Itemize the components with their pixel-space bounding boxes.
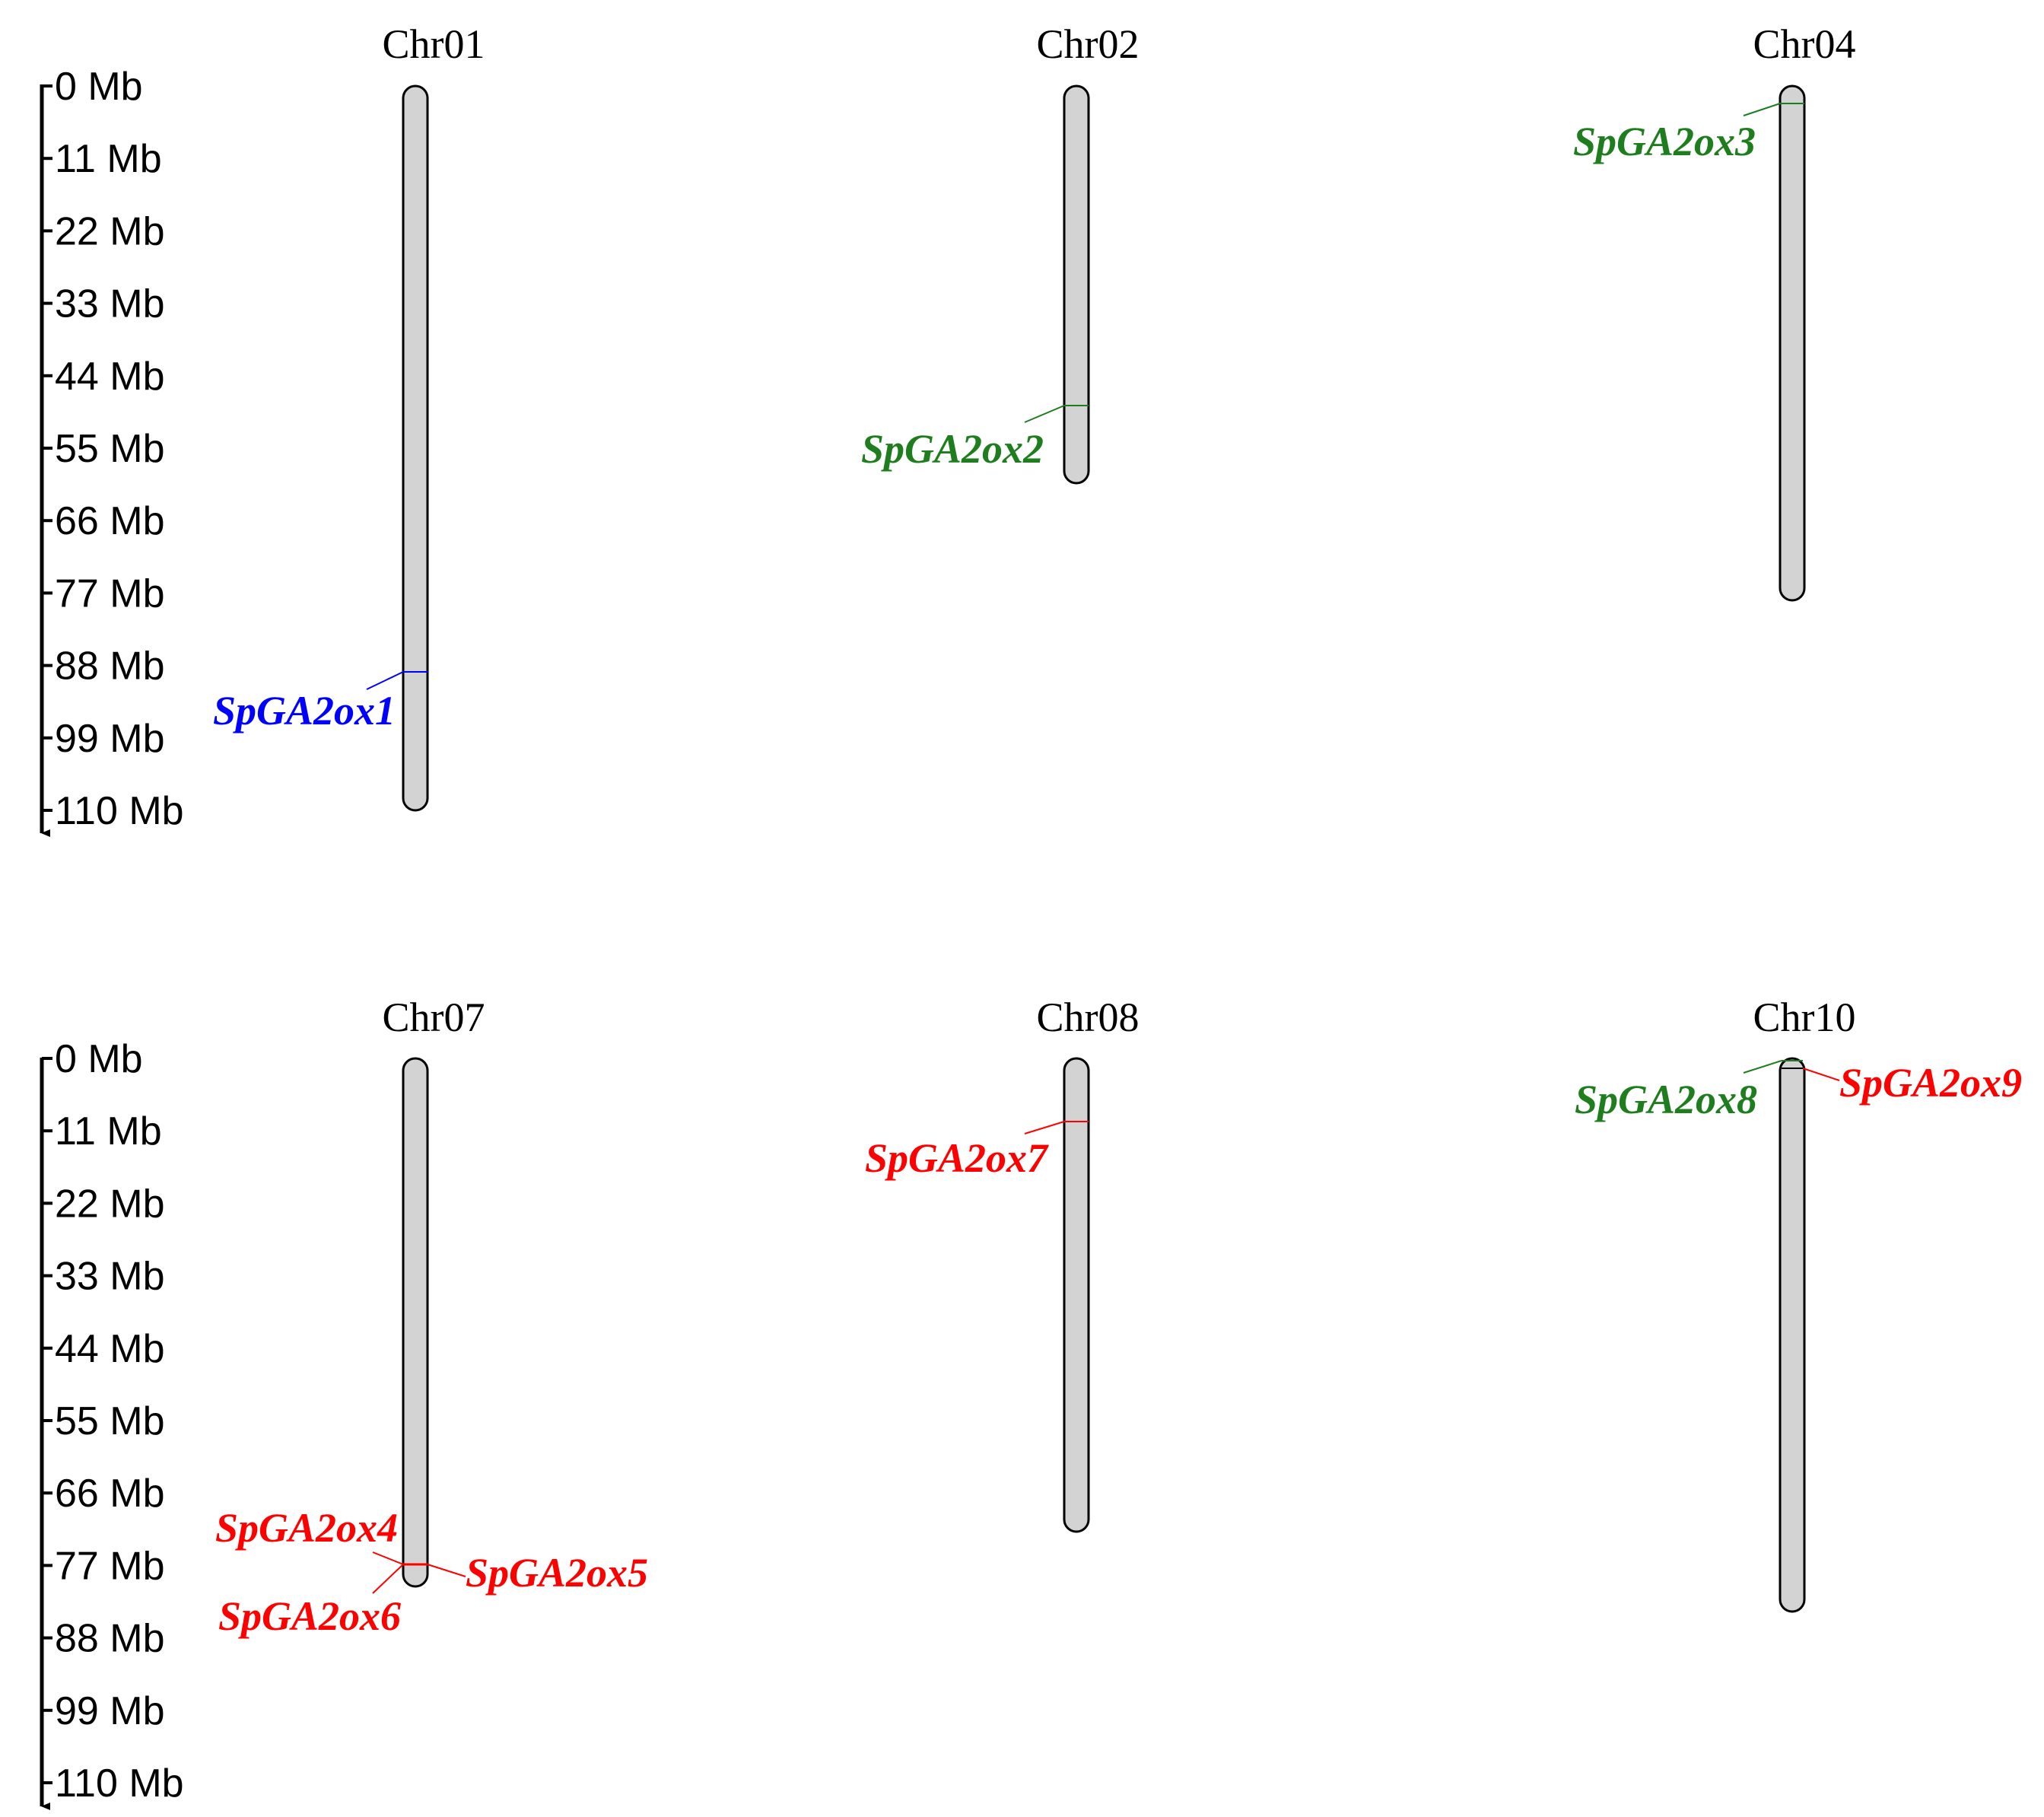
scale-tick-label: 11 Mb	[55, 1109, 162, 1154]
gene-leader-spga2ox2	[1024, 405, 1065, 423]
chromosome-title: Chr10	[1753, 994, 1856, 1040]
scale-tick-label: 77 Mb	[55, 1544, 165, 1588]
chromosome-title: Chr08	[1037, 994, 1140, 1040]
chromosome-title: Chr07	[383, 994, 485, 1040]
gene-label-spga2ox9: SpGA2ox9	[1839, 1060, 2022, 1106]
scale-bar-2: 0 Mb 11 Mb 22 Mb 33 Mb 44 Mb 55 Mb 66 Mb 77 Mb 8…	[40, 1037, 184, 1810]
gene-label-spga2ox4: SpGA2ox4	[215, 1505, 398, 1551]
chromosome-chr02: Chr02 SpGA2ox2	[861, 21, 1140, 485]
scale-bar-1: 0 Mb 11 Mb 22 Mb 33 Mb 44 Mb 55 Mb 66 Mb 77 Mb 8…	[40, 65, 184, 837]
panel-2: 0 Mb 11 Mb 22 Mb 33 Mb 44 Mb 55 Mb 66 Mb 77 Mb 8…	[40, 994, 2022, 1810]
chromosome-body	[402, 1057, 429, 1588]
chromosome-body	[1063, 1057, 1090, 1533]
gene-leader-spga2ox9	[1802, 1068, 1840, 1081]
gene-leader-spga2ox4	[372, 1551, 404, 1565]
scale-tick-label: 55 Mb	[55, 1399, 165, 1443]
scale-tick-label: 22 Mb	[55, 209, 165, 253]
scale-tick-label: 88 Mb	[55, 644, 165, 689]
gene-leader-spga2ox3	[1743, 103, 1781, 116]
gene-label-spga2ox5: SpGA2ox5	[466, 1550, 648, 1596]
scale-tick-label: 99 Mb	[55, 1689, 165, 1733]
scale-tick-label: 99 Mb	[55, 717, 165, 761]
gene-leader-spga2ox7	[1024, 1121, 1065, 1134]
chromosome-body	[1063, 84, 1090, 485]
panel-1: 0 Mb 11 Mb 22 Mb 33 Mb 44 Mb 55 Mb 66 Mb 77 Mb 8…	[40, 21, 1856, 837]
scale-tick-label: 22 Mb	[55, 1182, 165, 1226]
scale-tick-label: 44 Mb	[55, 355, 165, 399]
gene-label-spga2ox1: SpGA2ox1	[213, 688, 396, 733]
gene-label-spga2ox2: SpGA2ox2	[861, 426, 1044, 472]
gene-leader-spga2ox8	[1743, 1060, 1782, 1074]
gene-label-spga2ox3: SpGA2ox3	[1573, 119, 1756, 164]
gene-leader-spga2ox1	[366, 671, 404, 690]
scale-tick-label: 66 Mb	[55, 499, 165, 543]
gene-leader-spga2ox5	[427, 1564, 466, 1577]
scale-tick-label: 44 Mb	[55, 1327, 165, 1371]
scale-tick-label: 0 Mb	[55, 65, 143, 109]
scale-tick-label: 33 Mb	[55, 282, 165, 326]
chromosome-chr04: Chr04 SpGA2ox3	[1573, 21, 1856, 602]
scale-tick-label: 55 Mb	[55, 427, 165, 471]
chromosome-title: Chr02	[1037, 21, 1140, 67]
chromosome-body	[402, 84, 429, 812]
scale-tick-label: 110 Mb	[55, 789, 184, 833]
scale-tick-label: 77 Mb	[55, 571, 165, 616]
gene-label-spga2ox8: SpGA2ox8	[1575, 1077, 1757, 1122]
scale-ticks-1: 0 Mb 11 Mb 22 Mb 33 Mb 44 Mb 55 Mb 66 Mb 77 Mb 8…	[42, 65, 184, 833]
chromosome-title: Chr04	[1753, 21, 1856, 67]
gene-leader-spga2ox6	[372, 1564, 404, 1594]
scale-tick-label: 110 Mb	[55, 1761, 184, 1806]
scale-tick-label: 66 Mb	[55, 1472, 165, 1516]
chromosome-chr08: Chr08 SpGA2ox7	[865, 994, 1140, 1533]
scale-tick-label: 11 Mb	[55, 137, 162, 181]
gene-label-spga2ox6: SpGA2ox6	[218, 1593, 401, 1639]
chromosome-body	[1779, 84, 1806, 602]
chromosome-body	[1779, 1057, 1806, 1613]
scale-tick-label: 88 Mb	[55, 1617, 165, 1661]
scale-ticks-2: 0 Mb 11 Mb 22 Mb 33 Mb 44 Mb 55 Mb 66 Mb 77 Mb 8…	[42, 1037, 184, 1806]
chromosome-chr07: Chr07 SpGA2ox4 SpGA2ox5 SpGA2ox6	[215, 994, 648, 1639]
scale-tick-label: 0 Mb	[55, 1037, 143, 1081]
chromosome-title: Chr01	[383, 21, 485, 67]
chromosome-chr01: Chr01 SpGA2ox1	[213, 21, 485, 812]
gene-label-spga2ox7: SpGA2ox7	[865, 1135, 1049, 1181]
scale-tick-label: 33 Mb	[55, 1255, 165, 1299]
chromosome-chr10: Chr10 SpGA2ox8 SpGA2ox9	[1575, 994, 2022, 1613]
